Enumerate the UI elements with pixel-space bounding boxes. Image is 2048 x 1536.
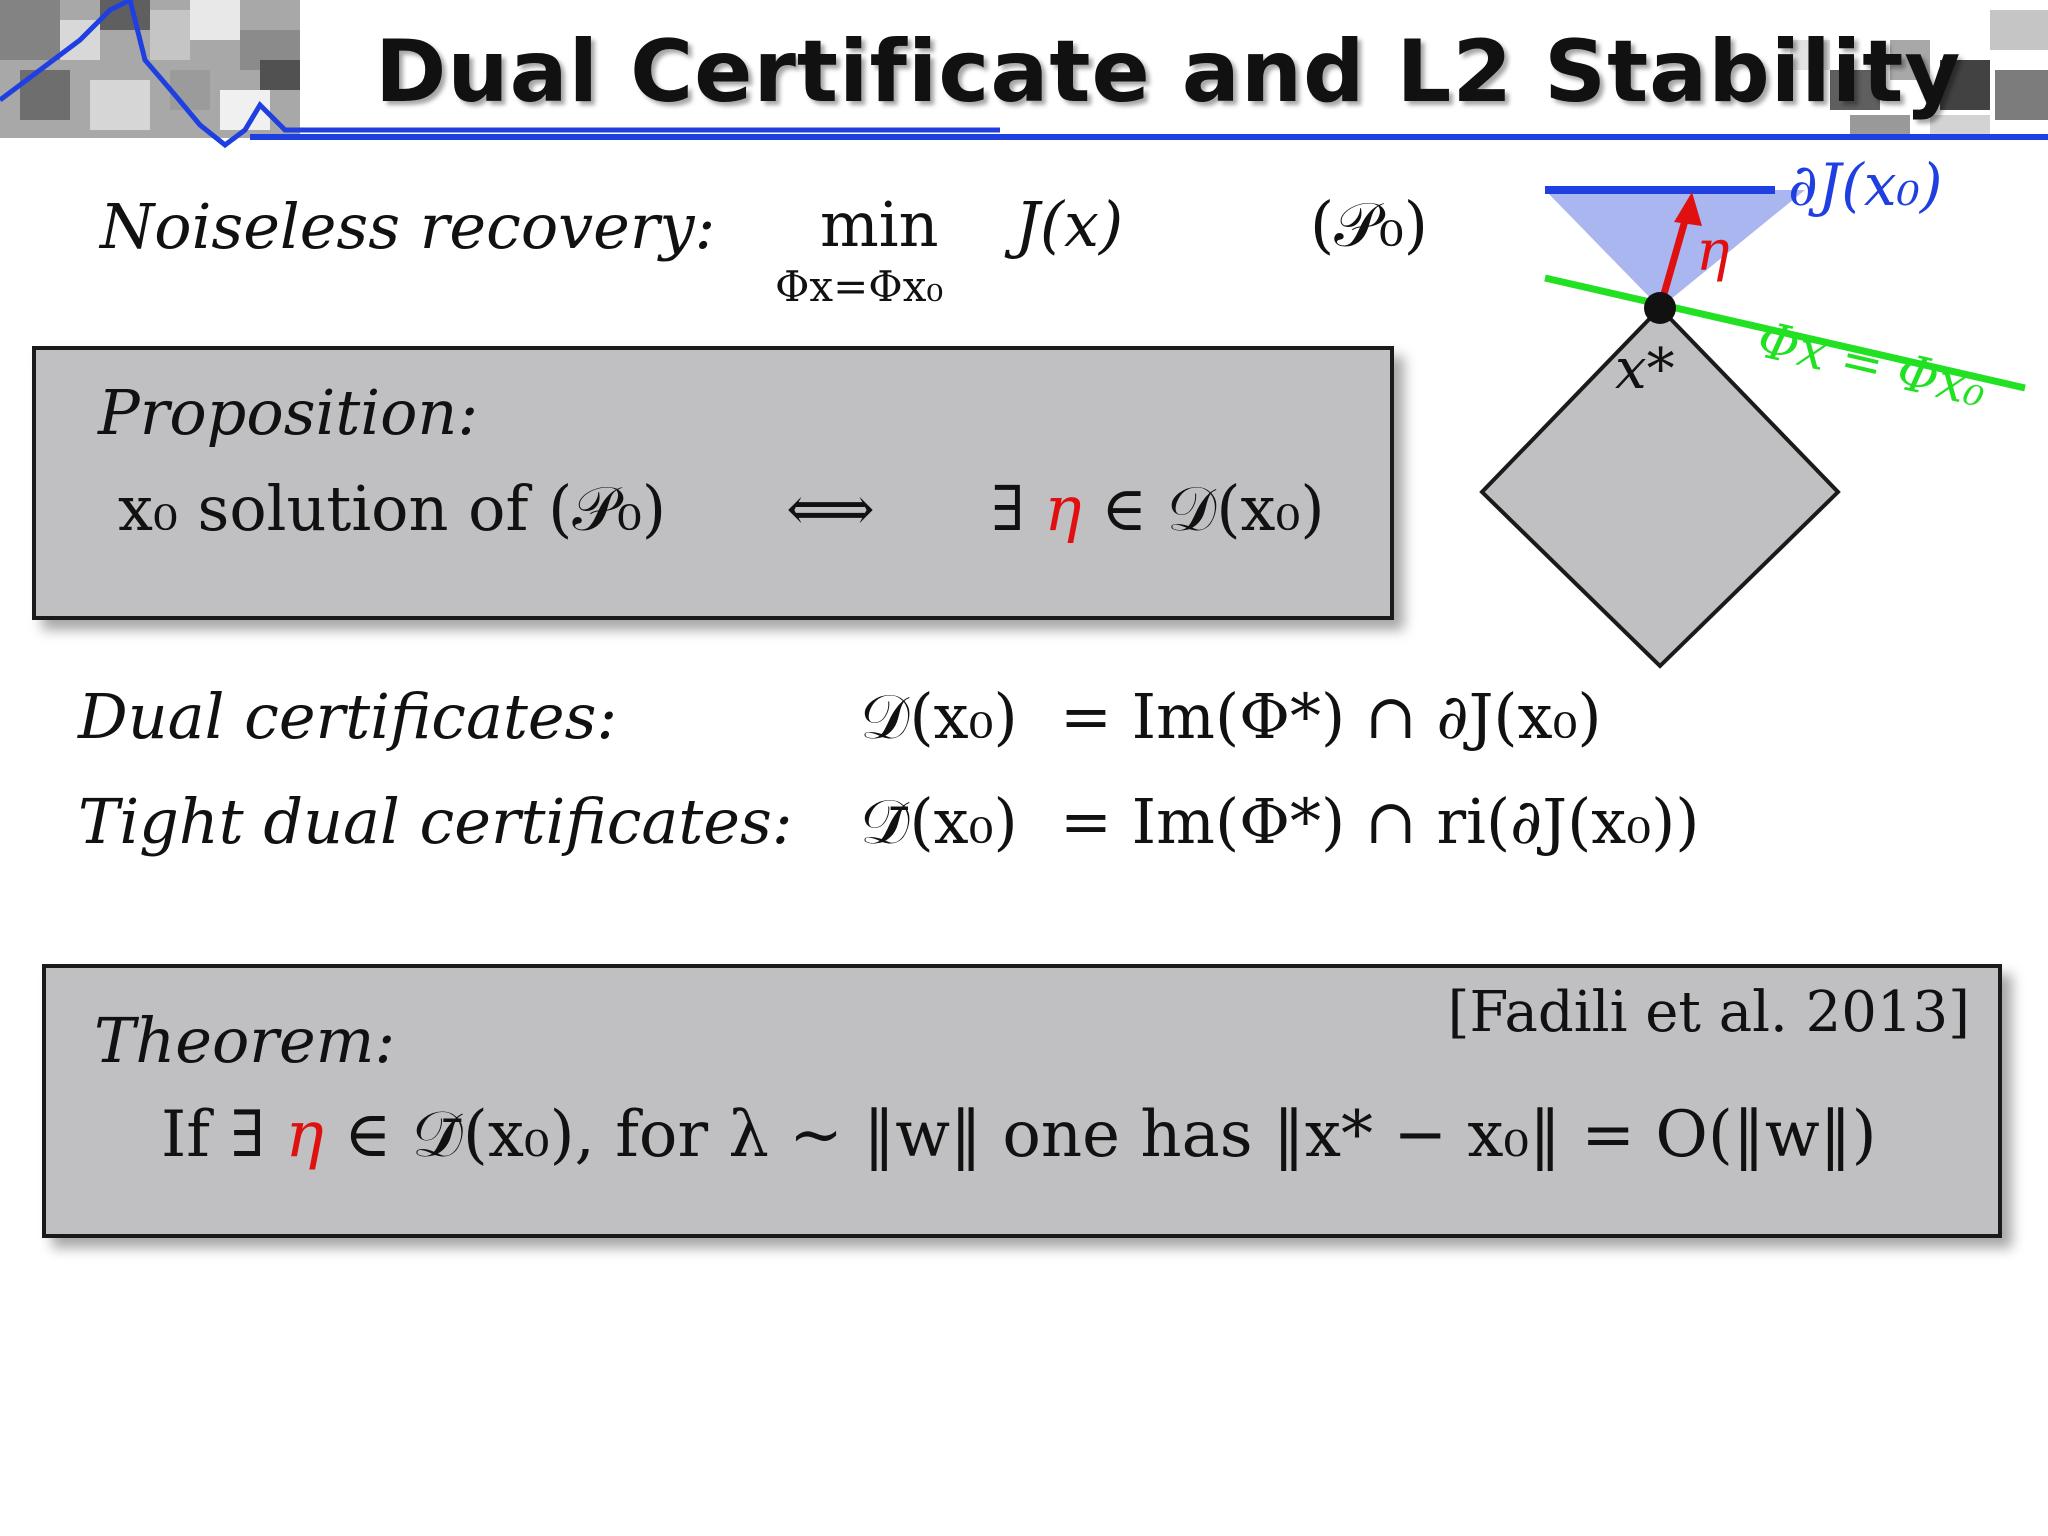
eta-label: η <box>1696 219 1730 284</box>
header-banner <box>0 0 2048 149</box>
proposition-rhs-set: ∈ 𝒟(x₀) <box>1101 472 1325 545</box>
slide-title: Dual Certificate and L2 Stability <box>375 22 1962 122</box>
pixel-mosaic-right <box>1790 10 2048 140</box>
eta-symbol: η <box>285 1098 324 1172</box>
point-label: x* <box>1615 337 1675 402</box>
tight-certificates-lhs: 𝒟̄(x₀) <box>860 785 1018 858</box>
eta-arrowhead <box>1674 192 1702 226</box>
theorem-statement: If ∃ η ∈ 𝒟̄(x₀), for λ ~ ‖w‖ one has ‖x*… <box>161 1098 1877 1172</box>
theorem-prefix: If ∃ <box>161 1098 266 1172</box>
eta-symbol: η <box>1044 472 1082 545</box>
constraint-label: Φx = Φx₀ <box>1752 310 1991 419</box>
min-operator: min <box>820 188 939 261</box>
tight-certificates-rhs: = Im(Φ*) ∩ ri(∂J(x₀)) <box>1060 785 1700 858</box>
solution-point <box>1644 292 1676 324</box>
theorem-box: Theorem: [Fadili et al. 2013] If ∃ η ∈ 𝒟… <box>42 964 2002 1238</box>
dual-certificates-label: Dual certificates: <box>78 680 618 753</box>
pixel-mosaic-left <box>0 0 300 138</box>
proposition-box: Proposition: x₀ solution of (𝒫₀) ⟺ ∃ η ∈… <box>32 346 1394 620</box>
objective: J(x) <box>1015 188 1124 261</box>
dual-certificates-rhs: = Im(Φ*) ∩ ∂J(x₀) <box>1060 680 1602 753</box>
noiseless-label: Noiseless recovery: <box>100 190 716 263</box>
eta-arrow <box>1656 209 1692 309</box>
proposition-label: Proposition: <box>98 376 479 449</box>
subgradient-label: ∂J(x₀) <box>1788 160 1942 219</box>
citation: [Fadili et al. 2013] <box>1447 980 1970 1045</box>
dual-certificates-lhs: 𝒟(x₀) <box>860 680 1018 753</box>
problem-label: (𝒫₀) <box>1310 188 1428 261</box>
theorem-label: Theorem: <box>94 1004 396 1077</box>
l1-ball <box>1479 305 1841 669</box>
theorem-suffix: ∈ 𝒟̄(x₀), for λ ~ ‖w‖ one has ‖x* − x₀‖ … <box>344 1098 1877 1172</box>
constraint-line <box>1544 274 2026 392</box>
exists-symbol: ∃ <box>991 472 1025 545</box>
proposition-rhs: ∃ η ∈ 𝒟(x₀) <box>991 472 1325 546</box>
signal-curve <box>0 0 1000 149</box>
proposition-lhs: x₀ solution of (𝒫₀) <box>118 472 667 545</box>
iff-symbol: ⟺ <box>786 472 875 545</box>
geometry-diagram: ∂J(x₀) Φx = Φx₀ η x* <box>1479 160 2026 669</box>
tight-certificates-label: Tight dual certificates: <box>78 785 793 858</box>
min-constraint: Φx=Φx₀ <box>775 262 944 311</box>
